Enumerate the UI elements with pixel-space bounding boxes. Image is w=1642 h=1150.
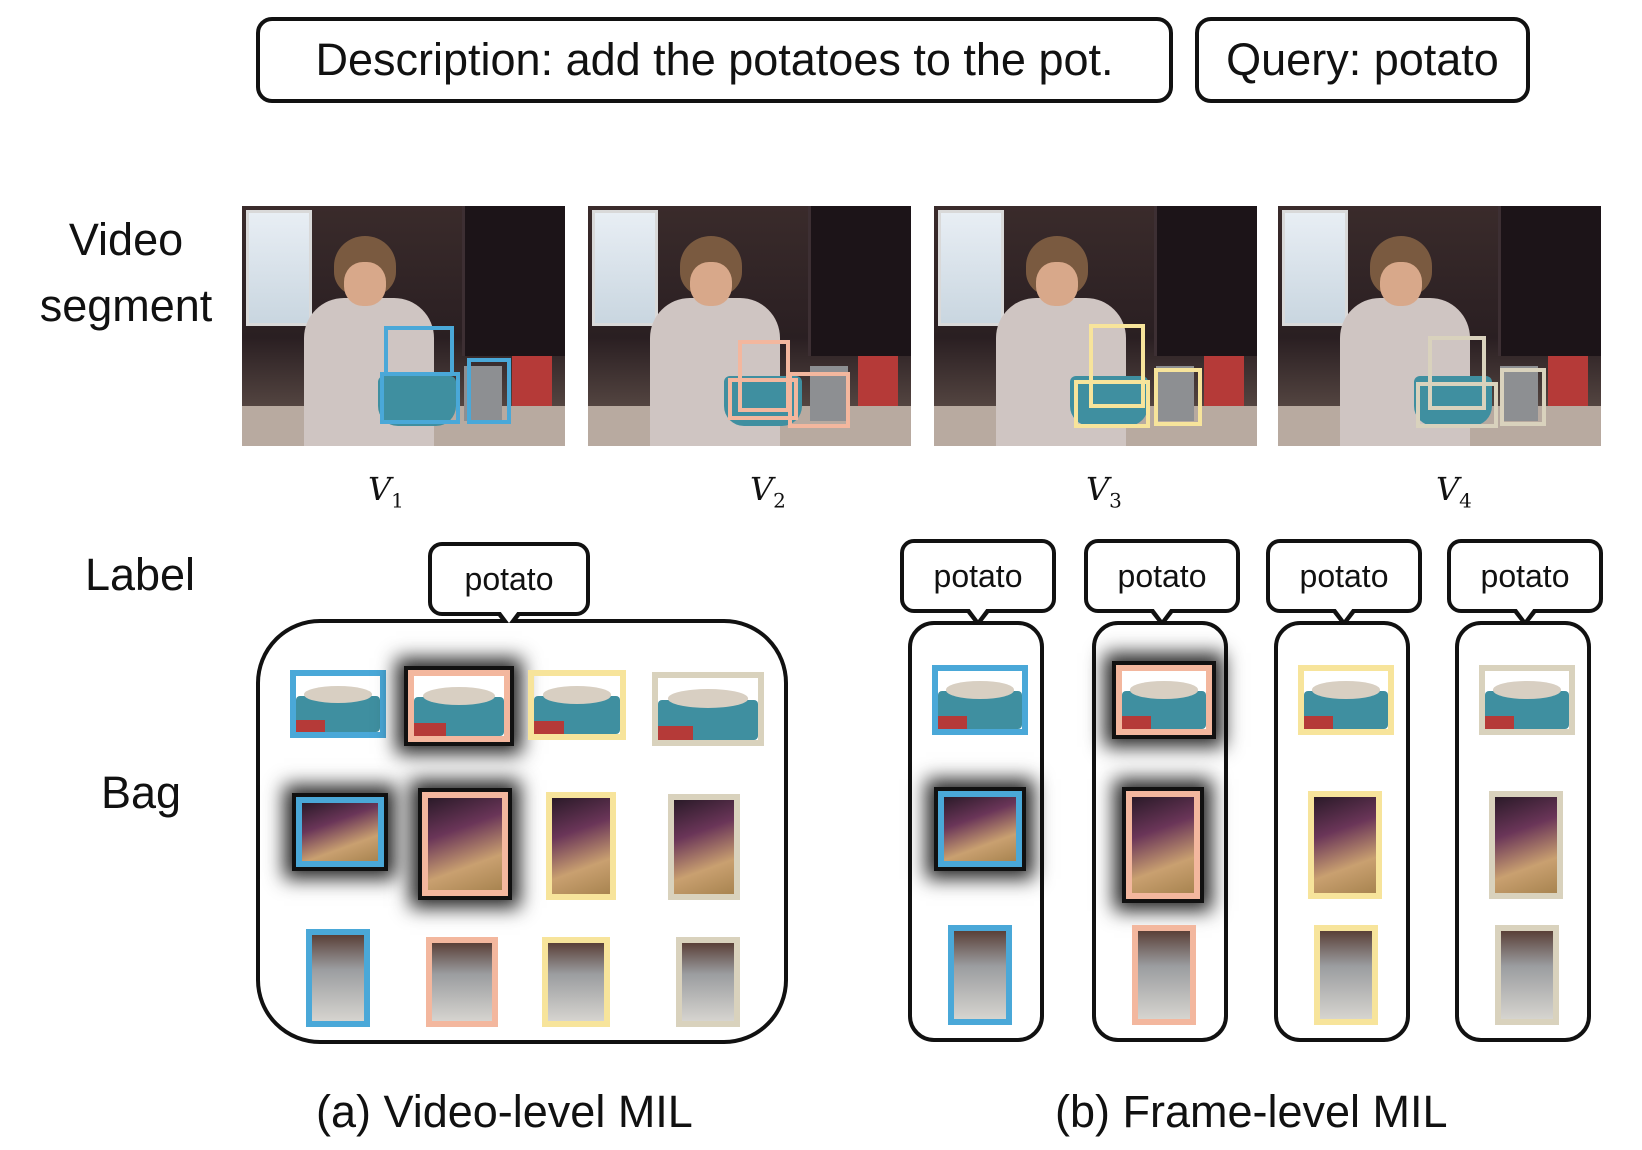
jar-crop: [1495, 925, 1559, 1025]
segment-label-2: V2: [750, 470, 786, 512]
segment-label-3: V3: [1086, 470, 1122, 512]
hand-crop: [296, 797, 384, 867]
hand-crop: [1308, 791, 1382, 899]
bounding-box: [728, 378, 798, 420]
video-frame-3: [934, 206, 1257, 446]
frame-level-bag-3: [1274, 621, 1410, 1042]
frame-bag-tag-text: potato: [1480, 557, 1570, 594]
pot-crop: [652, 672, 764, 746]
label-row-label: Label: [84, 549, 196, 600]
pot-crop: [1298, 665, 1394, 735]
video-bag-tag: potato: [428, 542, 590, 630]
bounding-box: [788, 372, 850, 428]
video-bag-tag-text: potato: [464, 560, 554, 597]
frame-bag-tag-3: potato: [1266, 539, 1422, 627]
segment-label-name: V: [1086, 470, 1110, 508]
hand-crop: [1489, 791, 1563, 899]
hand-crop: [1126, 791, 1200, 899]
video-frame-4: [1278, 206, 1601, 446]
bounding-box: [1089, 324, 1145, 408]
frame-level-bag-1: [908, 621, 1044, 1042]
jar-crop: [306, 929, 370, 1027]
video-level-bag: [256, 619, 788, 1044]
frame-level-bag-4: [1455, 621, 1591, 1042]
hand-crop: [422, 792, 508, 896]
jar-crop: [676, 937, 740, 1027]
frame-bag-tag-text: potato: [1117, 557, 1207, 594]
segment-label-sub: 2: [773, 488, 786, 513]
frame-bag-tag-1: potato: [900, 539, 1056, 627]
pot-crop: [1116, 665, 1212, 735]
frame-level-bag-2: [1092, 621, 1228, 1042]
bag-row-label: Bag: [100, 767, 182, 818]
frame-bag-tag-text: potato: [1299, 557, 1389, 594]
hand-crop: [938, 791, 1022, 867]
bounding-box: [1074, 380, 1150, 428]
segment-label-name: V: [368, 470, 392, 508]
bounding-box: [467, 358, 511, 424]
segment-label-1: V1: [368, 470, 404, 512]
pot-crop: [290, 670, 386, 738]
hand-crop: [546, 792, 616, 900]
bounding-box: [384, 326, 454, 376]
pot-crop: [932, 665, 1028, 735]
jar-crop: [1314, 925, 1378, 1025]
segment-label-name: V: [1436, 470, 1460, 508]
pot-crop: [1479, 665, 1575, 735]
jar-crop: [542, 937, 610, 1027]
description-box: Description: add the potatoes to the pot…: [256, 17, 1173, 103]
query-text: Query: potato: [1226, 34, 1499, 85]
video-label-line1: Video: [68, 214, 184, 265]
description-text: Description: add the potatoes to the pot…: [315, 34, 1114, 85]
query-box: Query: potato: [1195, 17, 1530, 103]
bounding-box: [1154, 368, 1202, 426]
segment-label-sub: 3: [1109, 488, 1122, 513]
pot-crop: [408, 670, 510, 742]
frame-bag-tag-text: potato: [933, 557, 1023, 594]
frame-bag-tag-2: potato: [1084, 539, 1240, 627]
video-frame-2: [588, 206, 911, 446]
bounding-box: [1428, 336, 1486, 410]
segment-label-name: V: [750, 470, 774, 508]
video-segment-label: Video segment: [26, 207, 226, 339]
video-frame-1: [242, 206, 565, 446]
bounding-box: [1500, 368, 1546, 426]
segment-label-4: V4: [1436, 470, 1472, 512]
bounding-box: [1416, 382, 1498, 428]
frame-bag-tag-4: potato: [1447, 539, 1603, 627]
segment-label-sub: 4: [1459, 488, 1472, 513]
hand-crop: [668, 794, 740, 900]
bounding-box: [380, 372, 460, 424]
caption-video-level: (a) Video-level MIL: [316, 1086, 693, 1137]
jar-crop: [426, 937, 498, 1027]
pot-crop: [528, 670, 626, 740]
segment-label-sub: 1: [391, 488, 404, 513]
video-label-line2: segment: [39, 280, 213, 331]
jar-crop: [1132, 925, 1196, 1025]
jar-crop: [948, 925, 1012, 1025]
caption-frame-level: (b) Frame-level MIL: [1055, 1086, 1448, 1137]
